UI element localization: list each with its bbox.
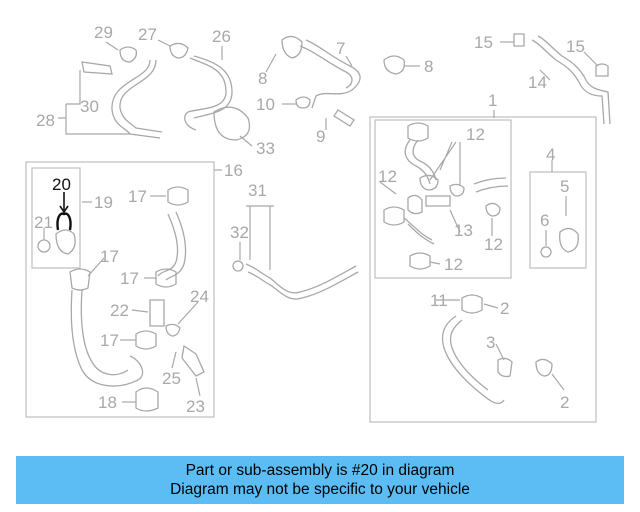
callout-7: 7 bbox=[336, 39, 345, 58]
callout-21: 21 bbox=[34, 213, 53, 232]
callout-19: 19 bbox=[94, 193, 113, 212]
callout-15: 15 bbox=[474, 33, 493, 52]
callout-25: 25 bbox=[162, 369, 181, 388]
callout-28: 28 bbox=[36, 111, 55, 130]
callout-29: 29 bbox=[94, 23, 113, 42]
banner-line-2: Diagram may not be specific to your vehi… bbox=[170, 481, 470, 498]
callout-17a: 17 bbox=[128, 187, 147, 206]
callout-17d: 17 bbox=[100, 331, 119, 350]
callout-26: 26 bbox=[212, 27, 231, 46]
callout-32: 32 bbox=[230, 223, 249, 242]
callout-6: 6 bbox=[540, 211, 549, 230]
callout-10: 10 bbox=[256, 95, 275, 114]
callout-31: 31 bbox=[248, 181, 267, 200]
callout-5: 5 bbox=[560, 177, 569, 196]
group-box-16 bbox=[25, 161, 215, 418]
leader-lines bbox=[43, 39, 599, 403]
callout-12c: 12 bbox=[484, 235, 503, 254]
callout-12b: 12 bbox=[378, 167, 397, 186]
group-box-19 bbox=[31, 167, 81, 269]
parts-diagram: 29 27 26 8 7 8 15 15 14 28 30 10 9 1 33 … bbox=[25, 23, 611, 423]
callout-22: 22 bbox=[110, 301, 129, 320]
callout-15b: 15 bbox=[566, 37, 585, 56]
callout-23: 23 bbox=[186, 397, 205, 416]
group-box-4 bbox=[529, 171, 587, 269]
callout-13: 13 bbox=[454, 221, 473, 240]
banner-line-1: Part or sub-assembly is #20 in diagram bbox=[185, 462, 455, 479]
callout-33: 33 bbox=[256, 139, 275, 158]
callout-8: 8 bbox=[258, 69, 267, 88]
group-box-11 bbox=[374, 119, 512, 279]
callout-17c: 17 bbox=[120, 269, 139, 288]
callout-30: 30 bbox=[80, 97, 99, 116]
callout-14: 14 bbox=[528, 73, 547, 92]
group-box-1 bbox=[369, 116, 597, 423]
info-banner: Part or sub-assembly is #20 in diagram D… bbox=[16, 456, 624, 504]
callout-17b: 17 bbox=[100, 247, 119, 266]
callout-9: 9 bbox=[316, 127, 325, 146]
callout-24: 24 bbox=[190, 287, 209, 306]
callout-3: 3 bbox=[486, 333, 495, 352]
callout-20: 20 bbox=[52, 175, 71, 194]
parts-outlines bbox=[37, 33, 611, 412]
callout-27: 27 bbox=[138, 25, 157, 44]
callout-2b: 2 bbox=[560, 393, 569, 412]
callout-11: 11 bbox=[430, 291, 448, 310]
callout-1: 1 bbox=[488, 91, 497, 110]
callout-4: 4 bbox=[546, 145, 555, 164]
callout-12a: 12 bbox=[466, 125, 485, 144]
callout-12d: 12 bbox=[444, 255, 463, 274]
callout-labels: 29 27 26 8 7 8 15 15 14 28 30 10 9 1 33 … bbox=[34, 23, 585, 416]
callout-2a: 2 bbox=[500, 299, 509, 318]
callout-8b: 8 bbox=[424, 57, 433, 76]
callout-16: 16 bbox=[224, 161, 243, 180]
callout-18: 18 bbox=[98, 393, 117, 412]
highlighted-part-20 bbox=[56, 192, 72, 231]
